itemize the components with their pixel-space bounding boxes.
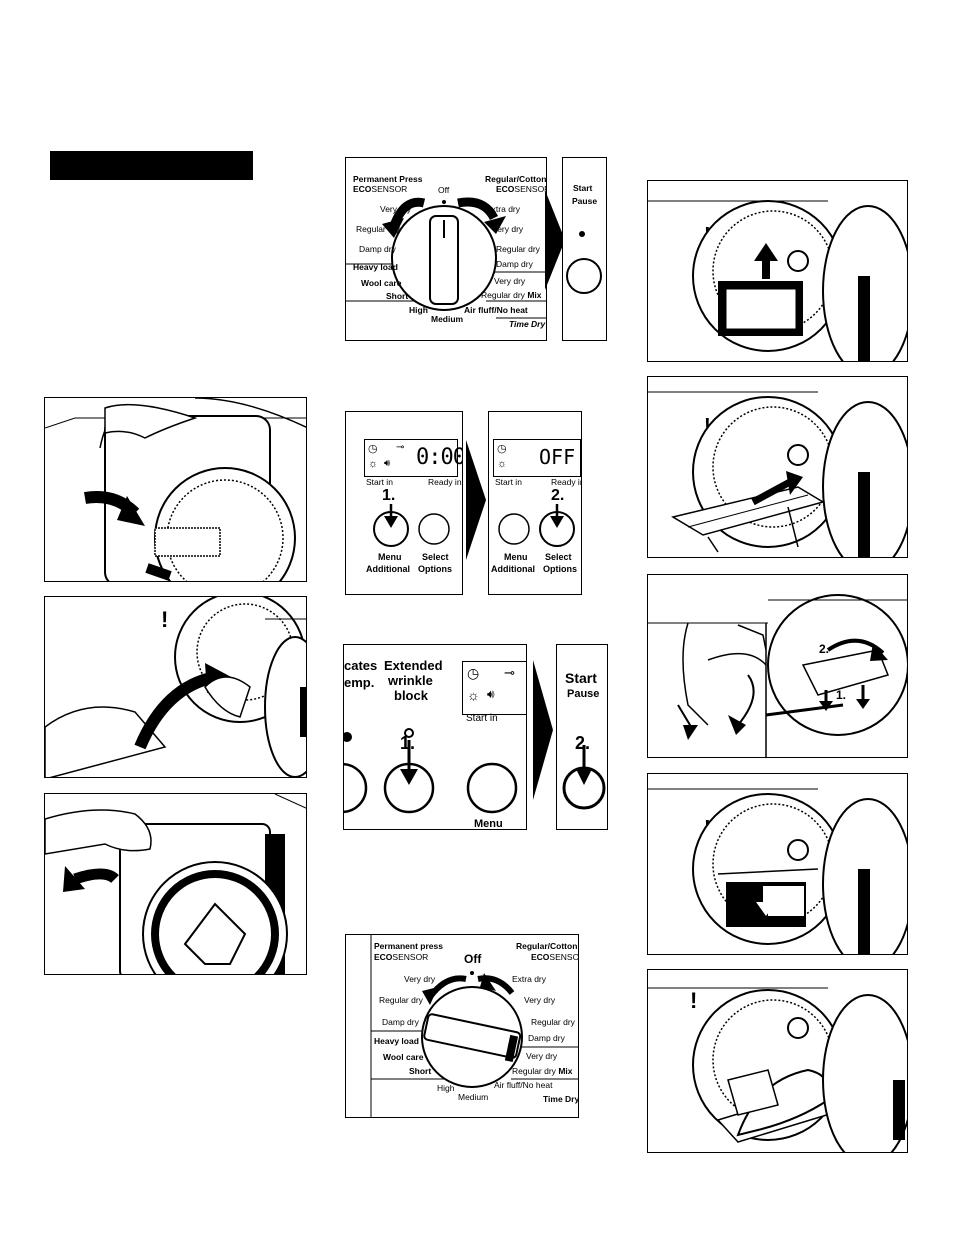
right-setting-0: Extra dry: [486, 205, 520, 214]
illustration-remove-filter: !: [647, 180, 908, 362]
left-setting-4-2: Damp dry: [382, 1018, 419, 1027]
left-setting-2: Damp dry: [359, 245, 396, 254]
left-setting-0: Very dry: [380, 205, 411, 214]
wool-care-label: Wool care: [361, 279, 401, 288]
start-pause-panel-3: Start Pause 2.: [556, 644, 608, 830]
timedry-label: Time Dry: [509, 320, 545, 329]
left-setting-4-1: Regular dry: [379, 996, 423, 1005]
right-setting-4-0: Extra dry: [512, 975, 546, 984]
illustration-insert-rack: !: [647, 376, 908, 558]
eco-label: ECO: [353, 184, 371, 194]
short-label-4: Short: [409, 1067, 431, 1076]
sensor-label-2: SENSOR: [514, 184, 547, 194]
airfluff-label: Air fluff/No heat: [464, 306, 528, 315]
wrinkle-buttons-drawing: [344, 645, 527, 830]
illustration-rack-install: 2. 1.: [647, 574, 908, 758]
right-setting-4-3: Damp dry: [528, 1034, 565, 1043]
sensor-label-4b: SENSOR: [549, 952, 579, 962]
eco-label-4b: ECO: [531, 952, 549, 962]
reg-cotton-label: Regular/Cotton: [485, 175, 546, 184]
wool-care-label-4: Wool care: [383, 1053, 423, 1062]
options-label-2: Options: [543, 564, 577, 574]
short-label: Short: [386, 292, 408, 301]
rack-step-2-label: 2.: [819, 642, 829, 656]
perm-press-label-4: Permanent press: [374, 942, 443, 951]
right-setting-4: Very dry: [494, 277, 525, 286]
illustration-close-door: [44, 793, 307, 975]
heavy-load-label: Heavy load: [353, 263, 398, 272]
reg-cotton-label-4: Regular/Cotton: [516, 942, 577, 951]
perm-press-label: Permanent Press: [353, 175, 422, 184]
illustration-load-laundry: !: [44, 596, 307, 778]
mix-label: Mix: [527, 290, 541, 300]
left-setting-4-0: Very dry: [404, 975, 435, 984]
menu-label-2: Menu: [504, 552, 528, 562]
svg-text:!: !: [161, 607, 168, 632]
indicator-light: [579, 231, 585, 237]
illustration-open-door: [44, 397, 307, 582]
section-header-bar: [50, 151, 253, 180]
additional-label-2: Additional: [491, 564, 535, 574]
airfluff-label-4: Air fluff/No heat: [494, 1081, 552, 1090]
right-setting-5: Regular dry: [481, 290, 525, 300]
display-panel-right: ◷ ☼ OFF Start in Ready in 2. Menu Additi…: [488, 411, 582, 595]
sensor-label: SENSOR: [371, 184, 407, 194]
menu-label-3: Menu: [474, 818, 503, 830]
high-label: High: [409, 306, 428, 315]
medium-label-4: Medium: [458, 1093, 488, 1102]
off-label-4: Off: [464, 952, 481, 966]
start-button-drawing[interactable]: [557, 645, 608, 830]
dial-panel-1: Permanent Press ECOSENSOR Regular/Cotton…: [345, 157, 547, 341]
pause-label: Pause: [572, 197, 597, 206]
additional-label: Additional: [366, 564, 410, 574]
illustration-shoe-rack: !: [647, 969, 908, 1153]
high-label-4: High: [437, 1084, 454, 1093]
mix-label-4: Mix: [558, 1066, 572, 1076]
timedry-label-4: Time Dry: [543, 1095, 579, 1104]
heavy-load-label-4: Heavy load: [374, 1037, 419, 1046]
right-setting-4-2: Regular dry: [531, 1018, 575, 1027]
arrow-right-2: [466, 440, 486, 560]
off-label: Off: [438, 186, 449, 195]
svg-text:!: !: [690, 988, 697, 1013]
menu-label: Menu: [378, 552, 402, 562]
select-label-2: Select: [545, 552, 572, 562]
start-pause-panel-1: Start Pause: [562, 157, 607, 341]
right-setting-4-5: Regular dry: [512, 1066, 556, 1076]
left-setting-1: Regular dry: [356, 225, 400, 234]
right-setting-2: Regular dry: [496, 245, 540, 254]
arrow-right-3: [533, 660, 553, 800]
rack-step-1-label: 1.: [836, 688, 846, 702]
dial-panel-4: Permanent press ECOSENSOR Regular/Cotton…: [345, 934, 579, 1118]
options-label: Options: [418, 564, 452, 574]
display-panel-left: ◷ ☼ 🔊︎ ⊸ 0:00 Start in Ready in 1. Menu …: [345, 411, 463, 595]
medium-label: Medium: [431, 315, 463, 324]
wrinkle-panel: cates emp. Extended wrinkle block ◷ ☼ 🔊︎…: [343, 644, 527, 830]
eco-label-4: ECO: [374, 952, 392, 962]
right-setting-4-1: Very dry: [524, 996, 555, 1005]
start-label: Start: [573, 184, 592, 193]
right-setting-1: Very dry: [492, 225, 523, 234]
right-setting-3: Damp dry: [496, 260, 533, 269]
start-pause-button[interactable]: [566, 258, 602, 294]
sensor-label-4: SENSOR: [392, 952, 428, 962]
eco-label-2: ECO: [496, 184, 514, 194]
select-label: Select: [422, 552, 449, 562]
right-setting-4-4: Very dry: [526, 1052, 557, 1061]
illustration-remove-rack: !: [647, 773, 908, 955]
